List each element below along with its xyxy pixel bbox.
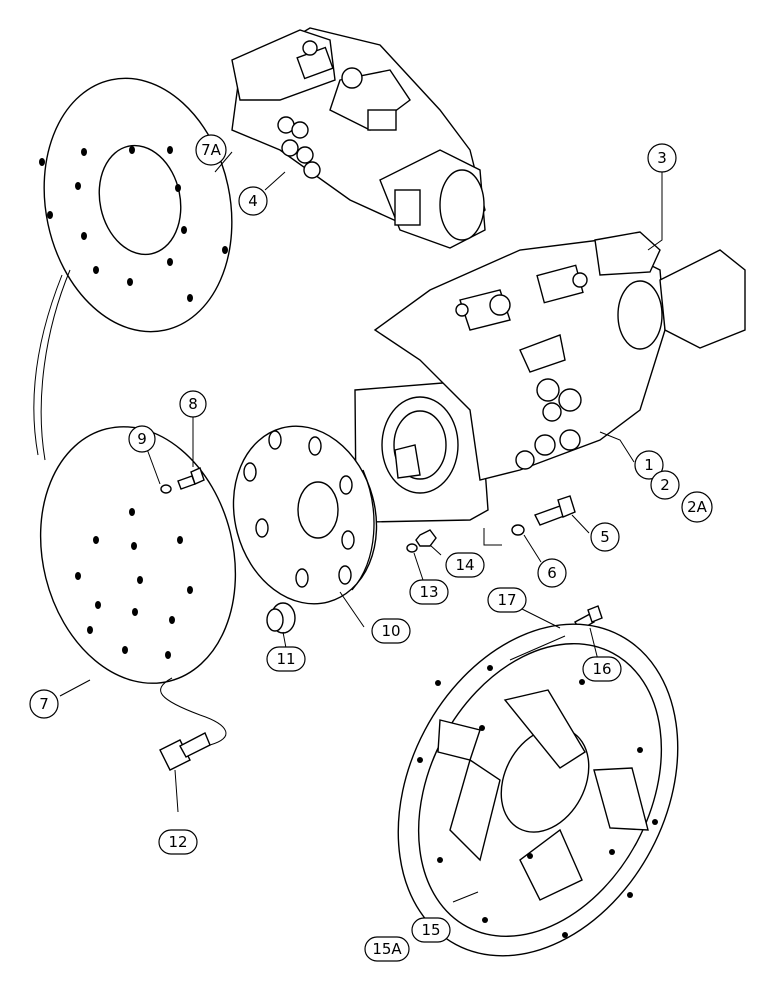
svg-text:17: 17: [497, 591, 516, 609]
svg-text:12: 12: [168, 833, 187, 851]
callout-16: 16: [582, 656, 622, 682]
callout-4: 4: [238, 186, 268, 216]
main-pump-assembly: [354, 231, 746, 523]
nut-14: [415, 529, 437, 547]
callout-7a: 7A: [195, 134, 227, 166]
coupling-hub: [232, 425, 378, 605]
svg-text:15: 15: [421, 921, 440, 939]
callout-11: 11: [266, 646, 306, 672]
callout-15a: 15A: [364, 936, 410, 962]
callout-13: 13: [409, 579, 449, 605]
callout-3: 3: [647, 143, 677, 173]
svg-text:8: 8: [188, 395, 198, 413]
svg-text:15A: 15A: [372, 940, 402, 958]
svg-text:5: 5: [600, 528, 610, 546]
svg-text:7: 7: [39, 695, 49, 713]
bolt-5: [534, 495, 576, 526]
callout-9: 9: [128, 425, 156, 453]
washer-13: [406, 543, 418, 553]
svg-text:11: 11: [276, 650, 295, 668]
svg-text:14: 14: [455, 556, 474, 574]
callout-15: 15: [411, 917, 451, 943]
callout-6: 6: [537, 558, 567, 588]
callout-14: 14: [445, 552, 485, 578]
callout-7: 7: [29, 689, 59, 719]
bolt-8: [177, 467, 205, 490]
svg-text:2: 2: [660, 476, 670, 494]
svg-text:2A: 2A: [687, 498, 708, 516]
callout-12: 12: [158, 829, 198, 855]
assembly-curve: [33, 274, 63, 456]
flex-plate-upper: [39, 77, 233, 333]
svg-text:9: 9: [137, 430, 147, 448]
svg-text:13: 13: [419, 583, 438, 601]
callout-10: 10: [371, 618, 411, 644]
callout-2: 2: [650, 470, 680, 500]
washer-9: [160, 484, 172, 494]
callout-5: 5: [590, 522, 620, 552]
svg-text:4: 4: [248, 192, 258, 210]
bolt-12: [159, 732, 211, 771]
callout-8: 8: [179, 390, 207, 418]
svg-text:16: 16: [592, 660, 611, 678]
svg-text:3: 3: [657, 149, 667, 167]
bolt-path: [160, 677, 227, 746]
assembly-curve: [40, 269, 71, 461]
bell-housing: [397, 623, 679, 957]
svg-text:6: 6: [547, 564, 557, 582]
pump-valve-upper: [231, 27, 486, 249]
svg-text:1: 1: [644, 456, 654, 474]
callout-2a: 2A: [681, 491, 713, 523]
bushing: [266, 602, 296, 634]
callout-17: 17: [487, 587, 527, 613]
svg-text:10: 10: [381, 622, 400, 640]
svg-text:7A: 7A: [201, 141, 222, 159]
callout-1: 1: [634, 450, 664, 480]
washer-6: [511, 524, 525, 536]
flex-plate-lower: [39, 426, 237, 684]
